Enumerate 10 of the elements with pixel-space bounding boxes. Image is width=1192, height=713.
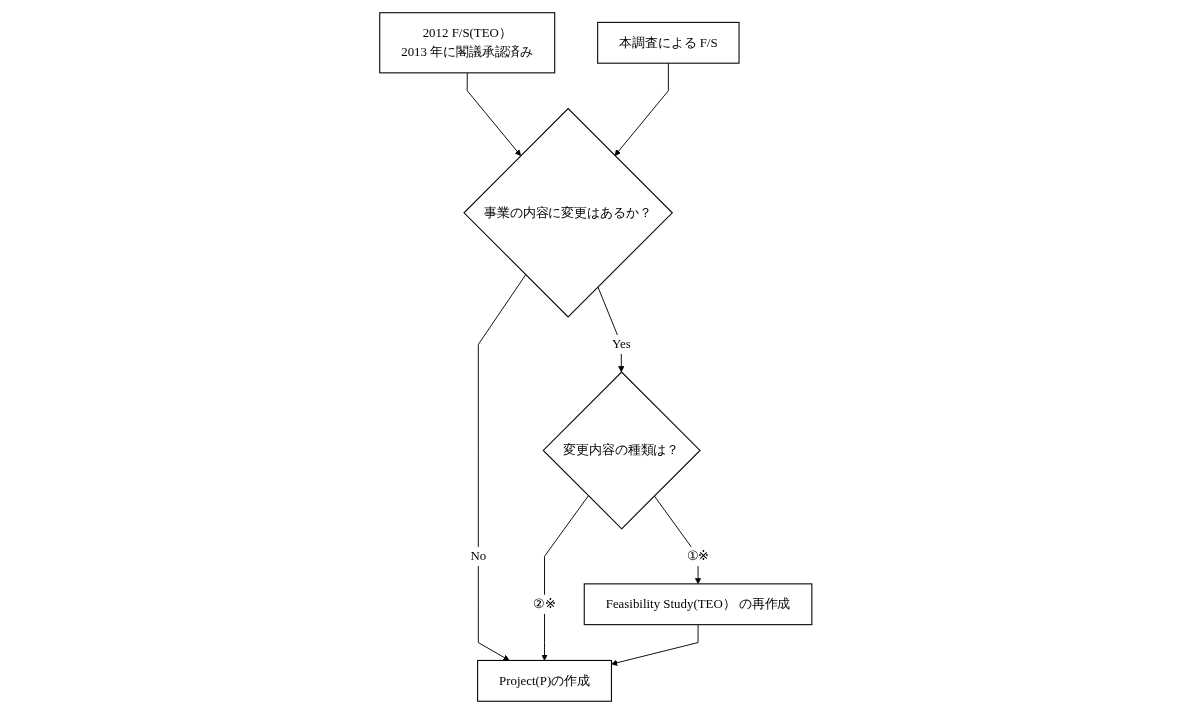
node-box: Project(P)の作成	[477, 659, 613, 702]
node-diamond: 変更内容の種類は？	[542, 370, 701, 530]
node-box: 2012 F/S(TEO） 2013 年に閣議承認済み	[379, 11, 556, 73]
node-box: 本調査による F/S	[597, 21, 740, 64]
edge-label: No	[470, 548, 487, 563]
edge-label: ①※	[687, 548, 710, 563]
edge-label: Yes	[612, 336, 631, 351]
node-diamond: 事業の内容に変更はあるか？	[463, 107, 674, 318]
edge-label: ②※	[533, 596, 556, 611]
node-box: Feasibility Study(TEO） の再作成	[583, 582, 813, 625]
